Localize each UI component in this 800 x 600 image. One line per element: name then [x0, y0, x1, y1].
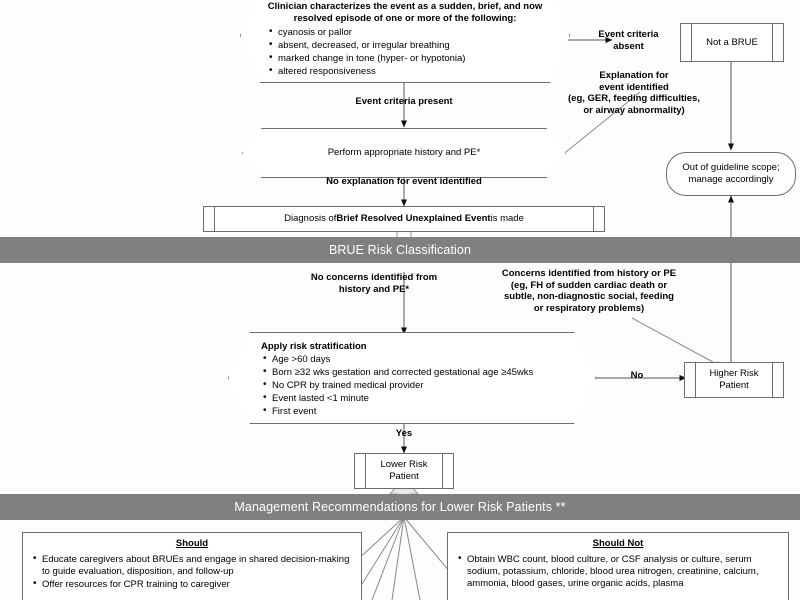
list-item: First event: [261, 405, 563, 418]
edge-label-no-explanation: No explanation for event identified: [326, 176, 482, 187]
list-item: altered responsiveness: [267, 65, 543, 78]
lower-risk-line1: Lower Risk: [380, 459, 428, 470]
list-item: Born ≥32 wks gestation and corrected ges…: [261, 366, 563, 379]
list-item: Obtain WBC count, blood culture, or CSF …: [456, 553, 780, 590]
list-item: Age >60 days: [261, 353, 563, 366]
edge-label-concerns-identified: Concerns identified from history or PE (…: [501, 268, 677, 314]
should-not-heading: Should Not: [592, 538, 644, 549]
node-not-a-brue[interactable]: Not a BRUE: [680, 23, 784, 62]
node-should-not[interactable]: Should Not Obtain WBC count, blood cultu…: [447, 532, 789, 600]
band-risk-classification: BRUE Risk Classification: [0, 237, 800, 263]
list-item: Event lasted <1 minute: [261, 392, 563, 405]
edge-label-event-criteria-absent: Event criteria absent: [576, 29, 681, 52]
node-out-of-guideline-scope[interactable]: Out of guideline scope; manage according…: [666, 152, 796, 196]
risk-strat-bullets: Age >60 days Born ≥32 wks gestation and …: [261, 353, 563, 418]
node-perform-history-pe[interactable]: Perform appropriate history and PE*: [242, 128, 566, 178]
risk-strat-heading: Apply risk stratification: [261, 341, 367, 352]
node-higher-risk-patient[interactable]: Higher Risk Patient: [684, 362, 784, 398]
out-of-scope-line1: Out of guideline scope;: [682, 162, 780, 173]
list-item: absent, decreased, or irregular breathin…: [267, 39, 543, 52]
node-should[interactable]: Should Educate caregivers about BRUEs an…: [22, 532, 362, 600]
list-item: Educate caregivers about BRUEs and engag…: [31, 553, 353, 578]
should-heading: Should: [175, 538, 209, 549]
node-diagnosis-brue[interactable]: Diagnosis of Brief Resolved Unexplained …: [203, 206, 605, 232]
higher-risk-line2: Patient: [719, 380, 749, 391]
node-lower-risk-patient[interactable]: Lower Risk Patient: [354, 453, 454, 489]
higher-risk-line1: Higher Risk: [709, 368, 759, 379]
list-item: marked change in tone (hyper- or hypoton…: [267, 52, 543, 65]
not-a-brue-label: Not a BRUE: [706, 36, 758, 48]
node-characterize-event[interactable]: Clinician characterizes the event as a s…: [240, 0, 570, 83]
characterize-heading: Clinician characterizes the event as a s…: [267, 1, 543, 24]
edge-label-event-criteria-present: Event criteria present: [355, 96, 453, 107]
band-risk-classification-label: BRUE Risk Classification: [328, 243, 472, 257]
band-management-label: Management Recommendations for Lower Ris…: [234, 500, 566, 514]
diagnosis-suffix: is made: [490, 213, 524, 224]
should-not-bullets: Obtain WBC count, blood culture, or CSF …: [456, 553, 780, 590]
out-of-scope-line2: manage accordingly: [688, 174, 774, 185]
list-item: cyanosis or pallor: [267, 26, 543, 39]
history-pe-label: Perform appropriate history and PE*: [327, 147, 481, 158]
should-bullets: Educate caregivers about BRUEs and engag…: [31, 553, 353, 591]
list-item: No CPR by trained medical provider: [261, 379, 563, 392]
node-apply-risk-stratification[interactable]: Apply risk stratification Age >60 days B…: [228, 332, 596, 424]
lower-risk-line2: Patient: [389, 471, 419, 482]
diagnosis-bold: Brief Resolved Unexplained Event: [336, 213, 491, 224]
edge-label-no-concerns: No concerns identified from history and …: [310, 272, 438, 295]
list-item: Offer resources for CPR training to care…: [31, 578, 353, 591]
edge-label-explanation-identified: Explanation for event identified (eg, GE…: [568, 70, 700, 116]
characterize-bullets: cyanosis or pallor absent, decreased, or…: [267, 26, 543, 78]
edge-label-yes: Yes: [395, 428, 413, 439]
edge-label-no: No: [630, 370, 644, 381]
band-management-recommendations: Management Recommendations for Lower Ris…: [0, 494, 800, 520]
diagnosis-prefix: Diagnosis of: [284, 213, 337, 224]
edge-label-line: Event criteria absent: [598, 29, 659, 52]
